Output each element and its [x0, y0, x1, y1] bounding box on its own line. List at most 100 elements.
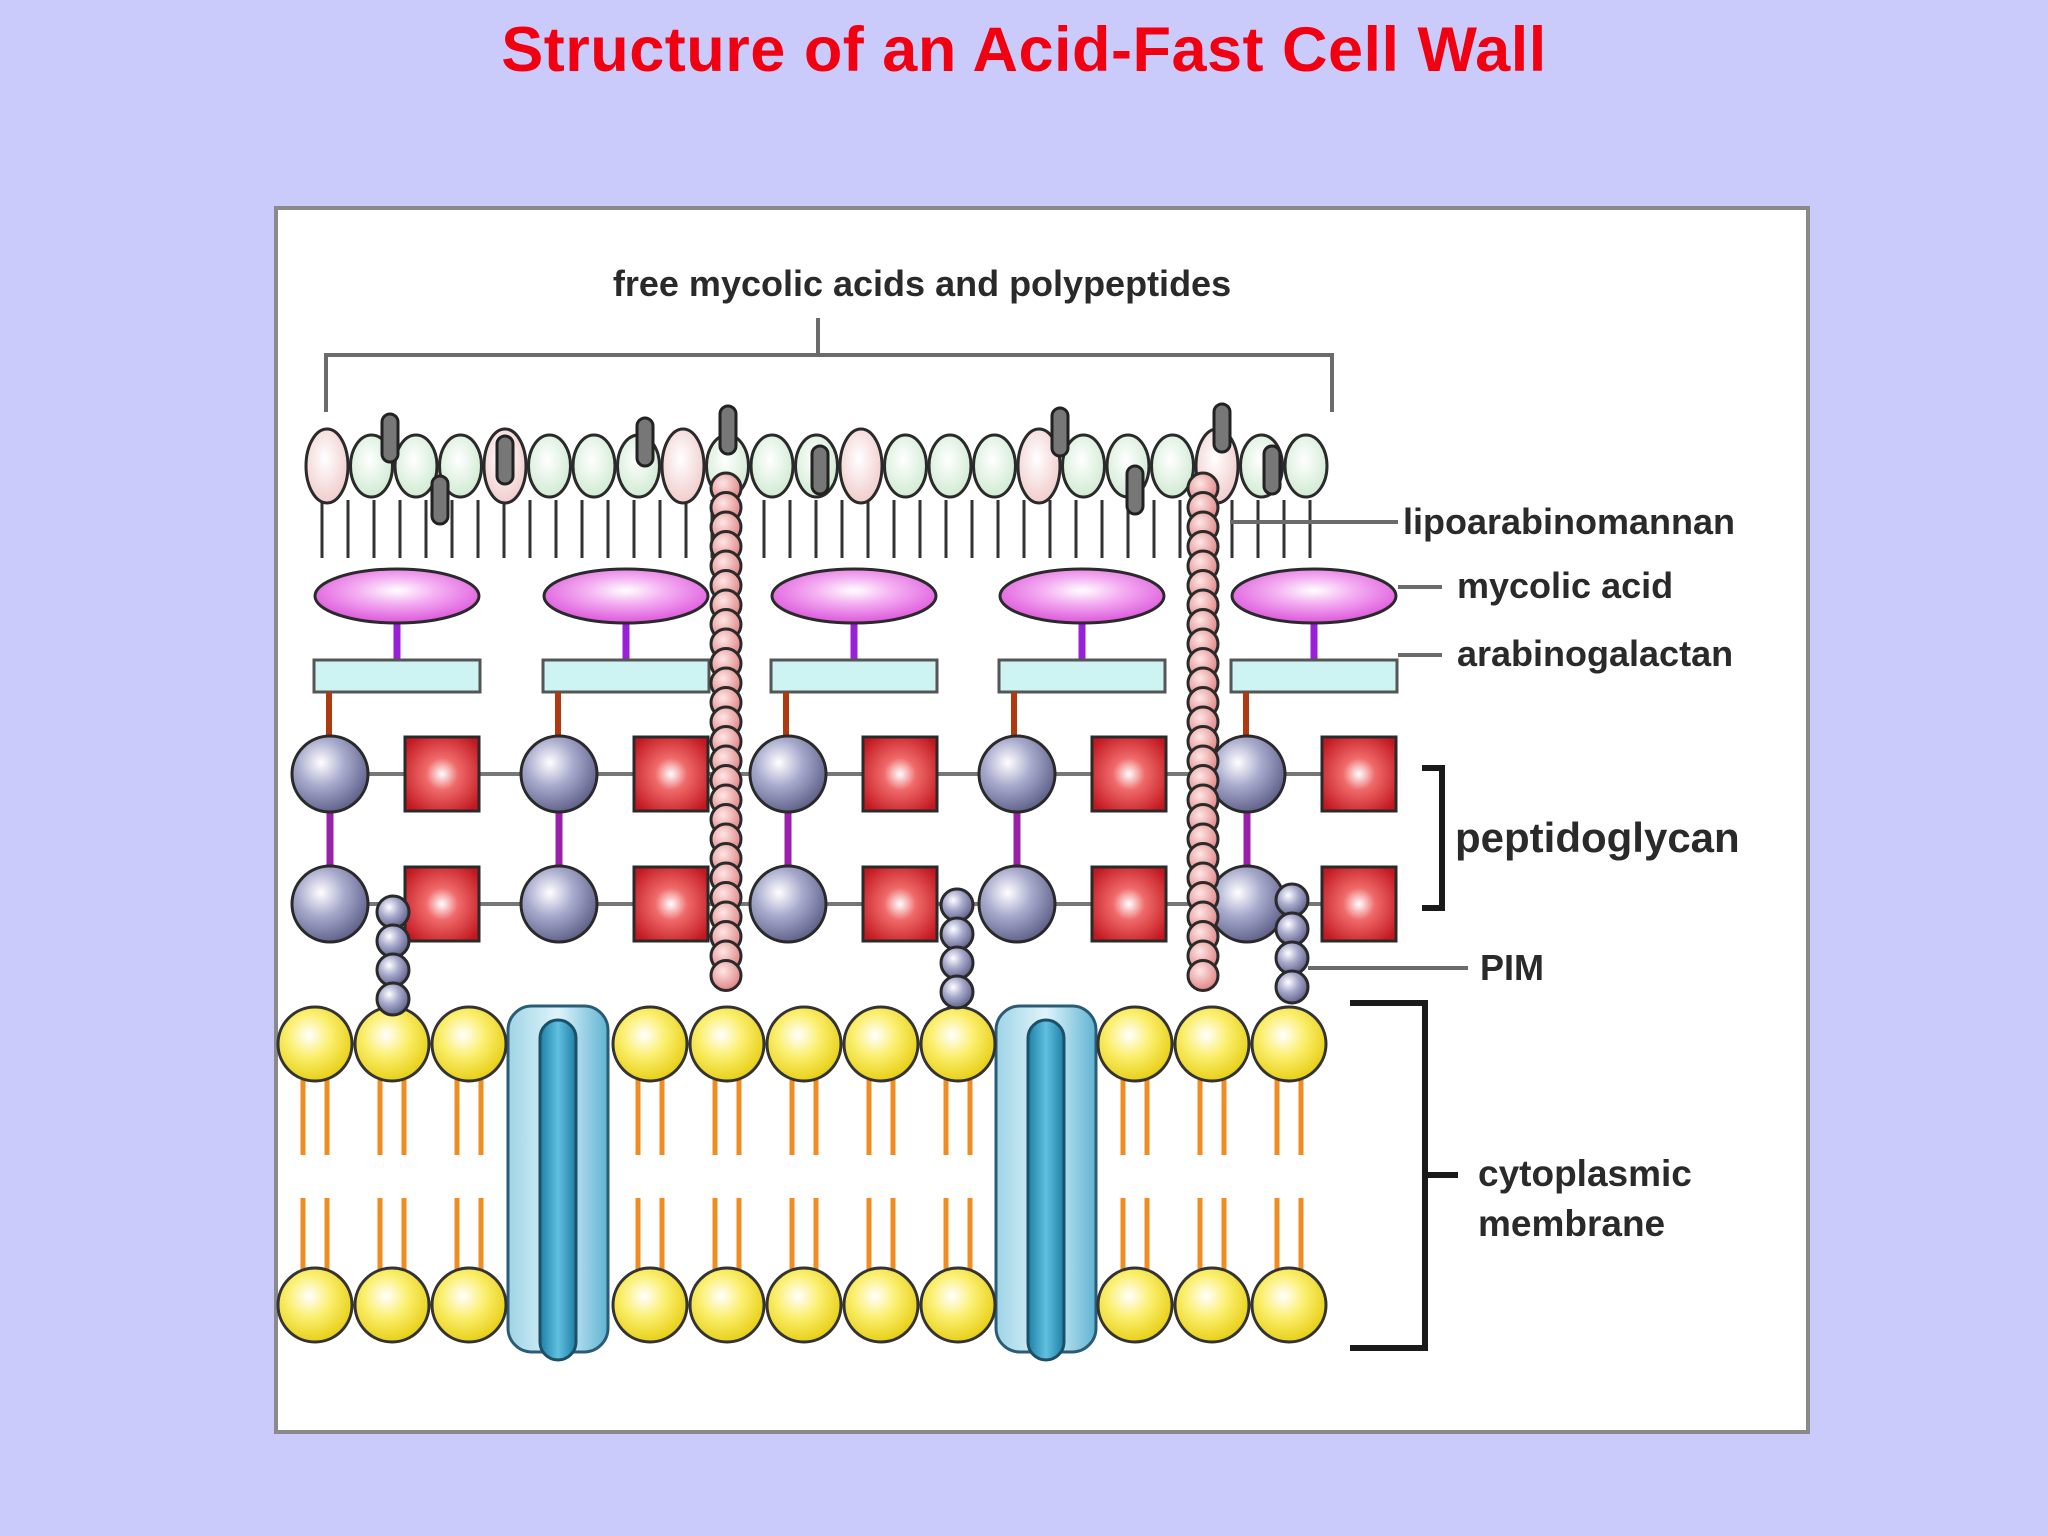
pim-bead [1274, 969, 1310, 1005]
free-mycolic-oval-green [571, 433, 617, 499]
phospholipid-head-lower [1096, 1266, 1174, 1344]
polypeptide [430, 474, 450, 526]
peptidoglycan-square [1320, 865, 1398, 943]
phospholipid-head-lower [842, 1266, 920, 1344]
arabinogalactan-label: arabinogalactan [1457, 633, 1733, 674]
free-mycolic-oval-pink [660, 427, 706, 505]
pim-bead [1274, 911, 1310, 947]
peptidoglycan-square [1090, 735, 1168, 813]
phospholipid-head-lower [611, 1266, 689, 1344]
peptidoglycan-label: peptidoglycan [1455, 814, 1740, 861]
peptidoglycan-square [1320, 735, 1398, 813]
polypeptide [635, 416, 655, 468]
pim-bead [1274, 882, 1310, 918]
polypeptide [810, 444, 830, 496]
free-mycolic-oval-green [1283, 433, 1329, 499]
phospholipid-head-lower [919, 1266, 997, 1344]
free-mycolic-oval-green [927, 433, 973, 499]
mycolic-acid-ellipse [998, 567, 1166, 625]
phospholipid-head-upper [842, 1005, 920, 1083]
peptidoglycan-square [403, 735, 481, 813]
polypeptide [495, 434, 515, 486]
polypeptide [380, 412, 400, 464]
free-mycolic-bracket [324, 318, 1334, 412]
peptidoglycan-square [861, 865, 939, 943]
peptidoglycan-sphere [1207, 864, 1287, 944]
phospholipid-head-upper [430, 1005, 508, 1083]
leader-lines [1230, 520, 1468, 970]
phospholipid-head-upper [688, 1005, 766, 1083]
phospholipid-head-lower [1250, 1266, 1328, 1344]
membrane-label: membrane [1478, 1203, 1665, 1244]
phospholipid-head-upper [919, 1005, 997, 1083]
free-mycolic-oval-green [749, 433, 795, 499]
lipoarabinomannan-bead [709, 959, 743, 992]
free-mycolic-oval-pink [304, 427, 350, 505]
pim-bead [375, 981, 411, 1017]
phospholipid-head-lower [276, 1266, 354, 1344]
free-mycolic-oval-pink [1016, 427, 1062, 505]
peptidoglycan-sphere [977, 734, 1057, 814]
lipoarabinomannan-bead [1186, 959, 1220, 992]
phospholipid-head-upper [1096, 1005, 1174, 1083]
pim-label: PIM [1480, 947, 1544, 988]
polypeptide [1050, 406, 1070, 458]
outer-lipid-layer [304, 402, 1329, 558]
arabinogalactan-bar [1229, 658, 1399, 694]
peptidoglycan-sphere [748, 734, 828, 814]
phospholipid-head-upper [611, 1005, 689, 1083]
membrane-bracket [1350, 1000, 1458, 1351]
free-mycolic-oval-green [1061, 433, 1106, 499]
arabinogalactan-bar [541, 658, 711, 694]
pim-bead [375, 894, 411, 930]
peptidoglycan-sphere [748, 864, 828, 944]
pim-bead [375, 923, 411, 959]
free-mycolic-oval-green [393, 433, 439, 499]
free-mycolic-oval-green [883, 433, 928, 499]
phospholipid-head-lower [353, 1266, 431, 1344]
mycolic-acid-ellipse [542, 567, 710, 625]
phospholipid-head-lower [688, 1266, 766, 1344]
peptidoglycan-square [632, 865, 710, 943]
cytoplasmic-label: cytoplasmic [1478, 1153, 1692, 1194]
membrane-protein-core [538, 1018, 578, 1362]
phospholipid-head-upper [353, 1005, 431, 1083]
pim-bead [1274, 940, 1310, 976]
phospholipid-head-lower [1173, 1266, 1251, 1344]
phospholipid-head-upper [765, 1005, 843, 1083]
phospholipid-head-lower [430, 1266, 508, 1344]
peptidoglycan-square [632, 735, 710, 813]
polypeptide [1212, 402, 1232, 454]
peptidoglycan-layer [290, 734, 1398, 944]
peptidoglycan-sphere [977, 864, 1057, 944]
phospholipid-head-upper [1250, 1005, 1328, 1083]
mycolic-acid-ellipse [1230, 567, 1398, 625]
peptidoglycan-sphere [290, 864, 370, 944]
free-mycolic-oval-pink [838, 427, 884, 505]
arabinogalactan-layer [312, 567, 1399, 735]
polypeptide [1125, 464, 1145, 516]
lipoarabinomannan-label: lipoarabinomannan [1403, 501, 1735, 542]
pim-bead [939, 974, 975, 1010]
free-mycolic-oval-green [438, 433, 483, 499]
slide-title: Structure of an Acid-Fast Cell Wall [501, 15, 1547, 85]
cytoplasmic-membrane-layer [276, 1004, 1328, 1362]
pim-layer [375, 882, 1310, 1017]
mycolic-acid-ellipse [770, 567, 938, 625]
free-mycolic-oval-green [972, 433, 1017, 499]
phospholipid-head-upper [276, 1005, 354, 1083]
pim-bead [939, 887, 975, 923]
mycolic-acid-ellipse [313, 567, 481, 625]
peptidoglycan-bracket [1422, 765, 1445, 911]
peptidoglycan-square [861, 735, 939, 813]
free-mycolic-acids-label: free mycolic acids and polypeptides [613, 263, 1231, 304]
free-mycolic-oval-green [527, 433, 572, 499]
peptidoglycan-sphere [290, 734, 370, 814]
lipoarabinomannan-layer [709, 471, 1220, 992]
peptidoglycan-sphere [519, 734, 599, 814]
arabinogalactan-bar [769, 658, 939, 694]
phospholipid-head-upper [1173, 1005, 1251, 1083]
polypeptide [1262, 444, 1282, 496]
free-mycolic-oval-green [1150, 433, 1195, 499]
